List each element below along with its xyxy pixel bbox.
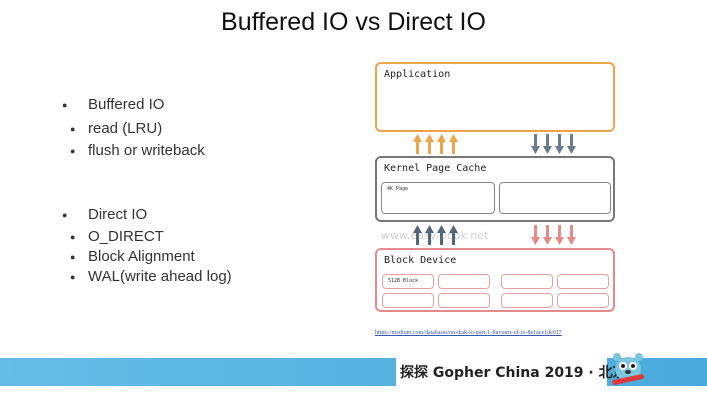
application-label: Application xyxy=(384,69,451,80)
watermark: www.easy-book.net xyxy=(381,229,489,242)
bullet-text: flush or writeback xyxy=(88,142,205,159)
bullet-text: O_DIRECT xyxy=(88,228,164,245)
cache-label: Kernel Page Cache xyxy=(384,163,487,174)
source-link[interactable]: https://medium.com/databasss/on-disk-io-… xyxy=(375,330,562,336)
bullet-o-direct: O_DIRECT xyxy=(70,228,164,245)
bullet-text: Buffered IO xyxy=(88,96,165,113)
io-stack-diagram: Application Kernel Page Cache 4K Page xyxy=(375,62,615,318)
page-slot: 4K Page xyxy=(381,182,495,214)
up-arrows-orange-icon xyxy=(413,134,458,154)
down-arrows-grey-icon xyxy=(531,134,576,154)
down-arrows-pink-icon xyxy=(531,225,576,245)
footer-text: 探探 Gopher China 2019 · 北京 xyxy=(400,365,627,381)
bullet-text: Direct IO xyxy=(88,206,148,223)
up-arrows-dark-icon xyxy=(413,225,458,245)
block-slot xyxy=(438,274,490,289)
page-label: 4K Page xyxy=(387,186,409,192)
bullet-text: Block Alignment xyxy=(88,248,195,265)
bullet-wal: WAL(write ahead log) xyxy=(70,268,232,285)
block-device-box: Block Device 512B Block xyxy=(375,248,615,312)
block-label: 512B Block xyxy=(388,278,419,284)
gopher-mascot-icon xyxy=(612,353,644,385)
block-slot xyxy=(438,293,490,308)
slide-title: Buffered IO vs Direct IO xyxy=(221,8,486,36)
block-slot: 512B Block xyxy=(382,274,434,289)
block-slot xyxy=(382,293,434,308)
bullet-direct-io: Direct IO xyxy=(62,206,148,223)
bullet-block-alignment: Block Alignment xyxy=(70,248,195,265)
device-label: Block Device xyxy=(384,255,457,266)
bullet-flush: flush or writeback xyxy=(70,142,205,159)
block-slot xyxy=(557,274,609,289)
bullet-text: WAL(write ahead log) xyxy=(88,268,232,285)
bullet-buffered-io: Buffered IO xyxy=(62,96,165,113)
bullet-read-lru: read (LRU) xyxy=(70,120,163,137)
kernel-page-cache-box: Kernel Page Cache 4K Page xyxy=(375,156,615,222)
block-slot xyxy=(557,293,609,308)
page-slot xyxy=(499,182,611,214)
application-box: Application xyxy=(375,62,615,132)
bullet-text: read (LRU) xyxy=(88,120,163,137)
footer-badge xyxy=(396,358,607,386)
block-slot xyxy=(501,293,553,308)
block-slot xyxy=(501,274,553,289)
